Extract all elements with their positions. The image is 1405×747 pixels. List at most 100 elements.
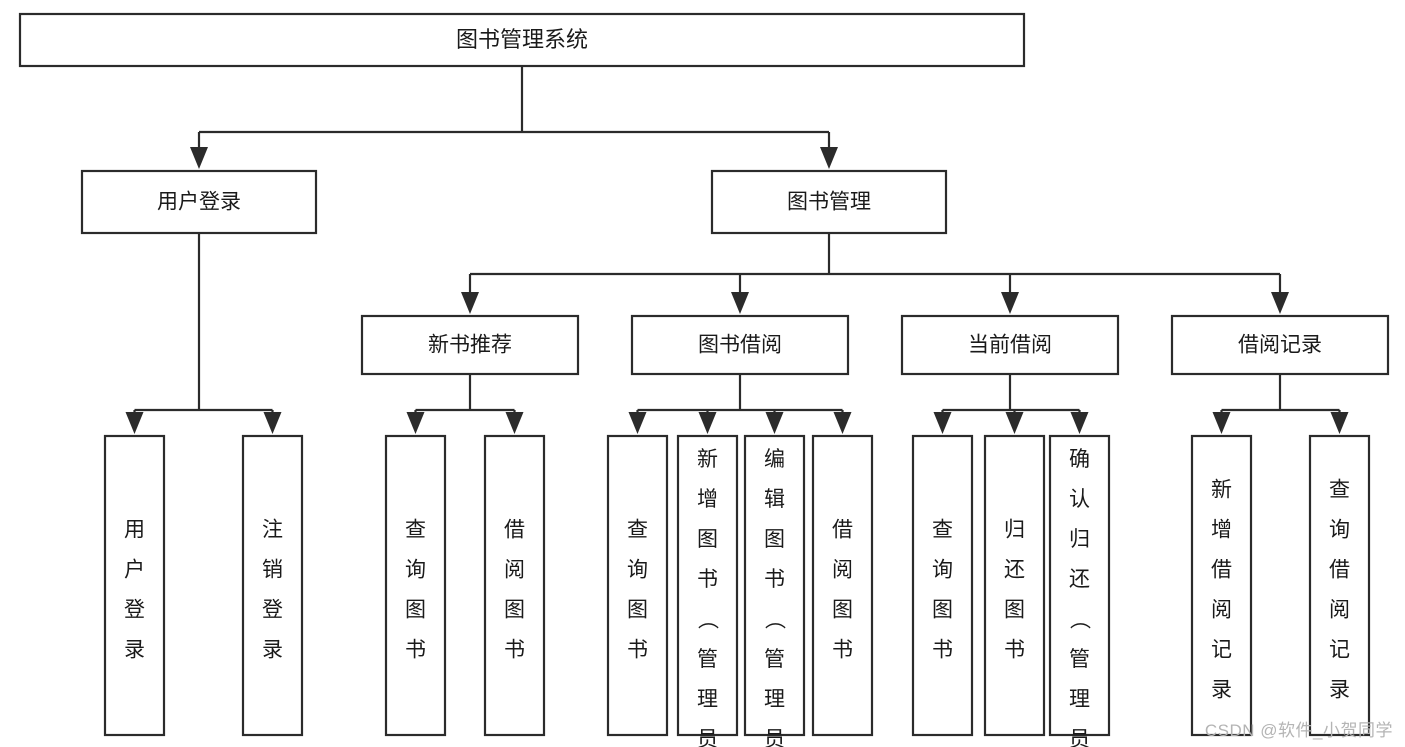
leaf-label-char: 新	[697, 448, 718, 471]
arrow-head-icon	[698, 412, 717, 434]
leaf-label-char: 查	[1329, 479, 1350, 502]
leaf-label-char: 员	[764, 728, 785, 747]
leaf-label-char: 新	[1211, 479, 1232, 502]
level1-box	[80, 169, 318, 235]
leaf-label-char: 书	[504, 639, 525, 662]
node-new-book-recommend[interactable]: 新书推荐	[360, 314, 580, 376]
leaf-label-char: 员	[697, 728, 718, 747]
leaf-label-char: 员	[1069, 728, 1090, 747]
leaf-label-char: 编	[764, 448, 785, 471]
leaf-label-char: 借	[504, 519, 525, 542]
leaf-box	[983, 434, 1046, 737]
arrow-head-icon	[263, 412, 282, 434]
level1-label: 图书管理	[787, 191, 871, 214]
leaf-label-char: 理	[1069, 688, 1090, 711]
leaf-label-char: 记	[1211, 639, 1232, 662]
connector-layer	[125, 66, 1349, 434]
leaf-label-char: 图	[764, 528, 785, 551]
leaf-label-char: 阅	[504, 559, 525, 582]
leaf-label-char: 管	[697, 648, 718, 671]
leaf-label-char: 登	[124, 599, 145, 622]
node-user-login[interactable]: 用户登录	[80, 169, 318, 235]
arrow-head-icon	[125, 412, 144, 434]
leaf-label-char: 登	[262, 599, 283, 622]
node-book-borrow[interactable]: 图书借阅	[630, 314, 850, 376]
leaf-box	[1190, 434, 1253, 737]
leaf-label-char: 查	[405, 519, 426, 542]
leaf-label-char: 理	[764, 688, 785, 711]
level2-label: 当前借阅	[968, 334, 1052, 357]
leaf-label-char: 管	[1069, 648, 1090, 671]
leaf-label-char: 阅	[1211, 599, 1232, 622]
leaf-label-char: 图	[932, 599, 953, 622]
level2-box	[900, 314, 1120, 376]
leaf-label-char: 户	[124, 559, 145, 582]
leaf-label-char: 书	[405, 639, 426, 662]
leaf-label-char: 图	[697, 528, 718, 551]
arrow-head-icon	[1001, 292, 1019, 314]
arrow-head-icon	[190, 147, 208, 169]
arrow-head-icon	[765, 412, 784, 434]
leaf-label-char: 理	[697, 688, 718, 711]
leaf-label-char: 归	[1004, 519, 1025, 542]
leaf-label-char: 录	[1329, 679, 1350, 702]
leaf-label-char: 图	[1004, 599, 1025, 622]
arrow-head-icon	[505, 412, 524, 434]
leaf-label-char: 增	[1211, 519, 1232, 542]
arrow-head-icon	[1212, 412, 1231, 434]
leaf-box	[606, 434, 669, 737]
leaf-label-char: 借	[1211, 559, 1232, 582]
arrow-head-icon	[628, 412, 647, 434]
node-current-borrow[interactable]: 当前借阅	[900, 314, 1120, 376]
leaf-label-char: （	[1068, 609, 1091, 630]
leaf-label-char: 增	[697, 488, 718, 511]
leaf-label-char: （	[696, 609, 719, 630]
watermark-text: CSDN @软件_小贺同学	[1204, 721, 1393, 740]
leaf-label-char: 图	[627, 599, 648, 622]
leaf-label-char: 认	[1069, 488, 1090, 511]
leaf-label-char: 管	[764, 648, 785, 671]
arrow-head-icon	[820, 147, 838, 169]
leaf-label-char: 查	[932, 519, 953, 542]
level2-label: 新书推荐	[428, 334, 512, 357]
leaf-node-leaf-user-login[interactable]: 用户登录	[103, 434, 166, 737]
leaf-label-char: 用	[124, 519, 145, 542]
arrow-head-icon	[1070, 412, 1089, 434]
leaf-label-char: 图	[405, 599, 426, 622]
arrow-head-icon	[1330, 412, 1349, 434]
level1-box	[710, 169, 948, 235]
node-borrow-record[interactable]: 借阅记录	[1170, 314, 1390, 376]
leaf-label-char: 借	[1329, 559, 1350, 582]
leaf-label-char: 书	[627, 639, 648, 662]
node-book-manage[interactable]: 图书管理	[710, 169, 948, 235]
leaf-box	[743, 434, 806, 737]
leaf-label-char: 销	[262, 559, 283, 582]
arrow-head-icon	[833, 412, 852, 434]
leaf-label-char: 注	[262, 519, 283, 542]
node-root[interactable]: 图书管理系统	[18, 12, 1026, 68]
leaf-label-char: 询	[932, 559, 953, 582]
leaf-box	[911, 434, 974, 737]
root-label: 图书管理系统	[456, 27, 588, 52]
leaf-label-char: 询	[627, 559, 648, 582]
leaf-label-char: 借	[832, 519, 853, 542]
leaf-label-char: 录	[124, 639, 145, 662]
leaf-label-char: 图	[504, 599, 525, 622]
leaf-label-char: 归	[1069, 528, 1090, 551]
level2-box	[360, 314, 580, 376]
leaf-label-char: 书	[932, 639, 953, 662]
